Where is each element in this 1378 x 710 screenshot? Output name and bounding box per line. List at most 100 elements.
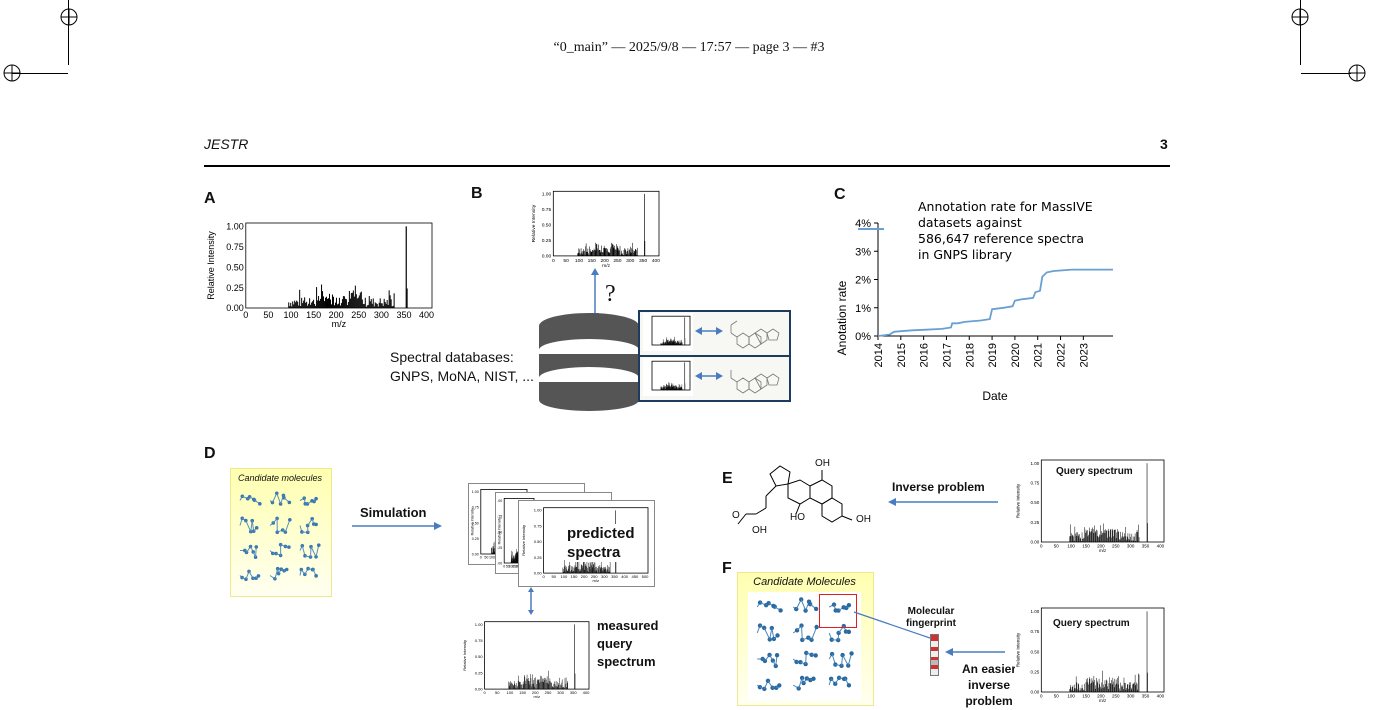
y-tick-label: 0.50: [226, 262, 244, 272]
atom: [770, 685, 775, 691]
spectrum-plot: [651, 360, 691, 391]
atom: [846, 683, 852, 688]
atom: [284, 567, 289, 572]
atom: [840, 652, 845, 658]
structure-label: HO: [790, 512, 805, 523]
atom: [287, 545, 291, 549]
x-tick-label: 400: [419, 310, 434, 320]
x-tick-label: 300: [1127, 544, 1135, 549]
atom: [757, 600, 763, 605]
plot-frame: [245, 222, 433, 309]
spectrum-plot: [651, 315, 691, 346]
atom: [314, 496, 318, 501]
y-tick-label: 0.25: [534, 555, 543, 560]
atom: [839, 663, 844, 668]
atom: [813, 606, 819, 612]
x-tick-label: 250: [351, 310, 366, 320]
y-tick-label: 0.25: [497, 546, 502, 550]
atom: [256, 574, 261, 578]
x-tick-label: 2018: [964, 343, 976, 367]
easier-label-line2: inverse: [968, 678, 1011, 692]
plot-frame: [1040, 459, 1165, 543]
x-axis-label: Date: [982, 389, 1008, 403]
database-label: Spectral databases: GNPS, MoNA, NIST, ..…: [390, 348, 534, 386]
x-tick-label: 400: [1157, 694, 1165, 699]
atom: [314, 574, 318, 578]
bond: [800, 625, 803, 640]
x-tick-label: 100: [508, 565, 514, 569]
bond: [811, 626, 818, 641]
bond: [245, 520, 252, 532]
y-tick-label: 0.25: [226, 283, 244, 293]
easier-label-line3: problem: [965, 694, 1013, 708]
inverse-problem-label: Inverse problem: [892, 480, 985, 494]
atom: [254, 526, 259, 530]
x-tick-label: 300: [1127, 694, 1135, 699]
y-tick-label: 1.00: [1031, 609, 1040, 614]
y-tick-label: 1.00: [226, 222, 244, 232]
predicted-spectra-label: predicted spectra: [567, 524, 635, 562]
atom: [798, 597, 804, 602]
x-tick-label: 0: [480, 556, 482, 560]
atom: [814, 624, 819, 630]
registration-mark: [3, 64, 21, 82]
atom: [244, 577, 248, 582]
x-tick-label: 200: [581, 574, 589, 579]
x-tick-label: 2016: [919, 343, 931, 367]
atom: [248, 529, 253, 534]
x-tick-label: 250: [613, 258, 621, 264]
y-tick-label: 1.00: [497, 499, 502, 503]
legend-text-line2: datasets against: [918, 215, 1022, 230]
y-axis-label: Relative Intensity: [1016, 483, 1021, 518]
crop-mark: [12, 73, 68, 74]
atom: [829, 651, 835, 657]
spectrum-thumb: [643, 358, 693, 396]
x-tick-label: 250: [1112, 544, 1120, 549]
y-tick-label: 0.00: [534, 571, 543, 576]
structure-label: OH: [815, 458, 830, 469]
measured-label-line1: measured: [597, 618, 659, 633]
panel-label-c: C: [834, 186, 846, 203]
x-tick-label: 200: [1097, 544, 1105, 549]
y-tick-label: 0.50: [542, 223, 552, 229]
fingerprint-bar: [930, 634, 939, 676]
registration-mark: [1291, 8, 1309, 26]
atom: [846, 663, 851, 668]
y-tick-label: 0.00: [497, 561, 502, 565]
y-tick-label: 0.00: [1031, 540, 1040, 545]
x-tick-label: 100: [283, 310, 298, 320]
x-axis-label: m/z: [602, 263, 610, 268]
crop-mark: [1300, 0, 1301, 65]
molecule-structure: [730, 320, 780, 349]
atom: [799, 675, 805, 681]
database-label-line1: Spectral databases:: [390, 349, 514, 365]
y-tick-label: 0.25: [542, 238, 552, 244]
y-tick-label: 0.75: [1031, 481, 1040, 486]
x-tick-label: 2021: [1033, 343, 1045, 367]
y-axis-label: Relative Intensity: [498, 517, 502, 545]
y-tick-label: 0.25: [475, 670, 484, 675]
atom: [835, 637, 841, 643]
crop-mark: [68, 0, 69, 65]
x-tick-label: 400: [621, 574, 629, 579]
y-tick-label: 1.00: [534, 508, 543, 513]
y-tick-label: 0.75: [475, 638, 484, 643]
selected-molecule-highlight: [819, 594, 857, 628]
atom: [833, 662, 838, 667]
y-axis-label: Relative Intensity: [1016, 632, 1021, 667]
y-tick-label: 1.00: [1031, 461, 1040, 466]
atom: [316, 543, 321, 547]
x-tick-label: 50: [563, 258, 569, 264]
fingerprint-connector: [853, 611, 931, 639]
atom: [796, 686, 801, 691]
bond: [310, 546, 317, 557]
atom: [846, 629, 852, 635]
registration-mark: [60, 8, 78, 26]
atom: [278, 502, 283, 506]
x-tick-label: 0: [1040, 694, 1043, 699]
x-tick-label: 500: [642, 574, 650, 579]
x-tick-label: 400: [583, 690, 591, 695]
